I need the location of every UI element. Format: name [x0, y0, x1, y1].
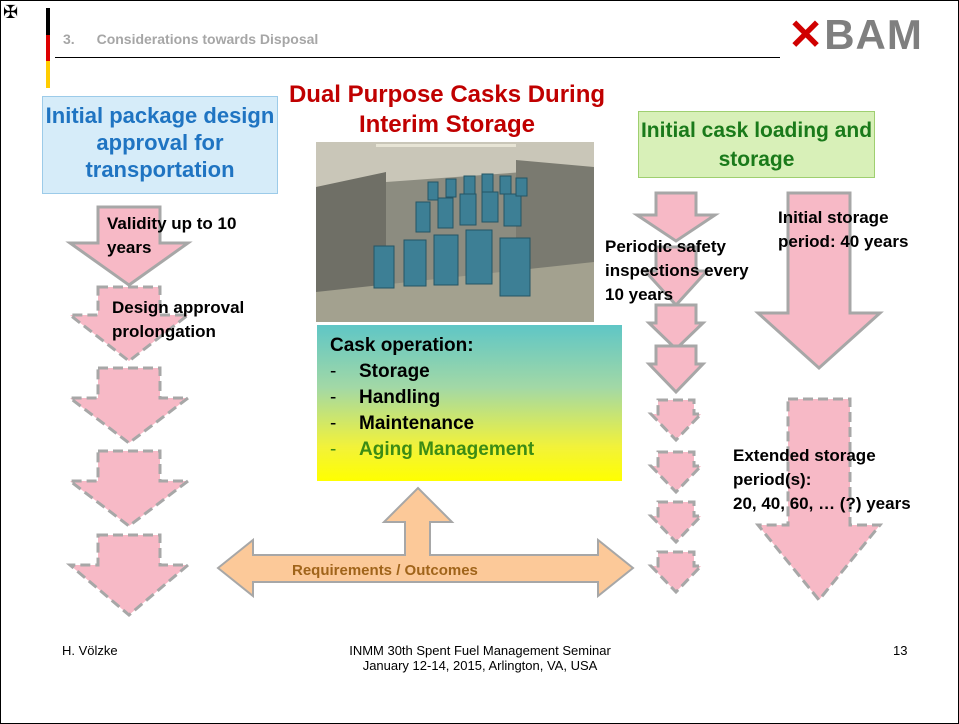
bam-logo: ✕BAM [788, 14, 923, 56]
left-arrow-3 [65, 366, 193, 445]
eagle-emblem-icon: ✠ [3, 2, 19, 22]
section-number: 3. [63, 31, 75, 47]
cask-item-maintenance: -Maintenance [330, 413, 475, 434]
cask-operation-list: -Storage -Handling -Maintenance -Aging M… [330, 359, 622, 463]
initial-storage-label: Initial storage period: 40 years [778, 208, 909, 251]
periodic-arrow-8 [647, 550, 705, 595]
section-header: 3. Considerations towards Disposal [63, 31, 318, 47]
cask-item-handling: -Handling [330, 387, 441, 408]
initial-storage-arrow [754, 191, 884, 371]
periodic-arrow-7 [647, 500, 705, 545]
left-arrow-1 [65, 205, 193, 287]
footer-author: H. Völzke [62, 643, 118, 658]
extended-storage-label: Extended storage period(s): [733, 446, 876, 489]
left-arrow-2 [65, 285, 193, 363]
validity-label: Validity up to 10 years [107, 214, 237, 257]
periodic-arrow-5 [647, 398, 705, 443]
header-divider [55, 57, 780, 58]
footer-page-number: 13 [893, 643, 908, 658]
design-prolongation-label: Design approval prolongation [112, 298, 245, 341]
requirements-double-arrow [216, 486, 635, 599]
bam-logo-text: BAM [824, 11, 923, 58]
german-flag-stripe [46, 8, 50, 88]
cask-operation-title: Cask operation: [330, 335, 474, 356]
transport-approval-box: Initial package design approval for tran… [42, 96, 278, 194]
footer-event-line1: INMM 30th Spent Fuel Management Seminar [349, 643, 611, 658]
footer-event: INMM 30th Spent Fuel Management Seminar … [330, 643, 630, 673]
section-title: Considerations towards Disposal [96, 31, 319, 47]
periodic-arrow-6 [647, 450, 705, 495]
cask-operation-box: Cask operation: -Storage -Handling -Main… [317, 325, 622, 481]
periodic-arrow-2 [641, 245, 711, 308]
requirements-outcomes-label: Requirements / Outcomes [292, 562, 478, 579]
left-arrow-4 [65, 449, 193, 528]
bam-logo-mark: ✕ [788, 11, 825, 58]
periodic-arrow-3 [645, 303, 707, 352]
periodic-arrow-4 [645, 344, 707, 395]
cask-item-aging-management: -Aging Management [330, 439, 535, 460]
footer-event-line2: January 12-14, 2015, Arlington, VA, USA [362, 658, 598, 673]
extended-storage-arrow [754, 397, 884, 603]
storage-hall-photo [316, 142, 594, 322]
cask-loading-box: Initial cask loading and storage [638, 111, 875, 178]
periodic-arrow-1 [632, 191, 720, 243]
extended-storage-years: 20, 40, 60, … (?) years [733, 494, 911, 513]
periodic-inspection-label: Periodic safety inspections every 10 yea… [605, 237, 749, 304]
cask-item-storage: -Storage [330, 361, 430, 382]
left-arrow-5 [65, 533, 193, 617]
dual-purpose-casks-title: Dual Purpose Casks During Interim Storag… [288, 81, 606, 138]
